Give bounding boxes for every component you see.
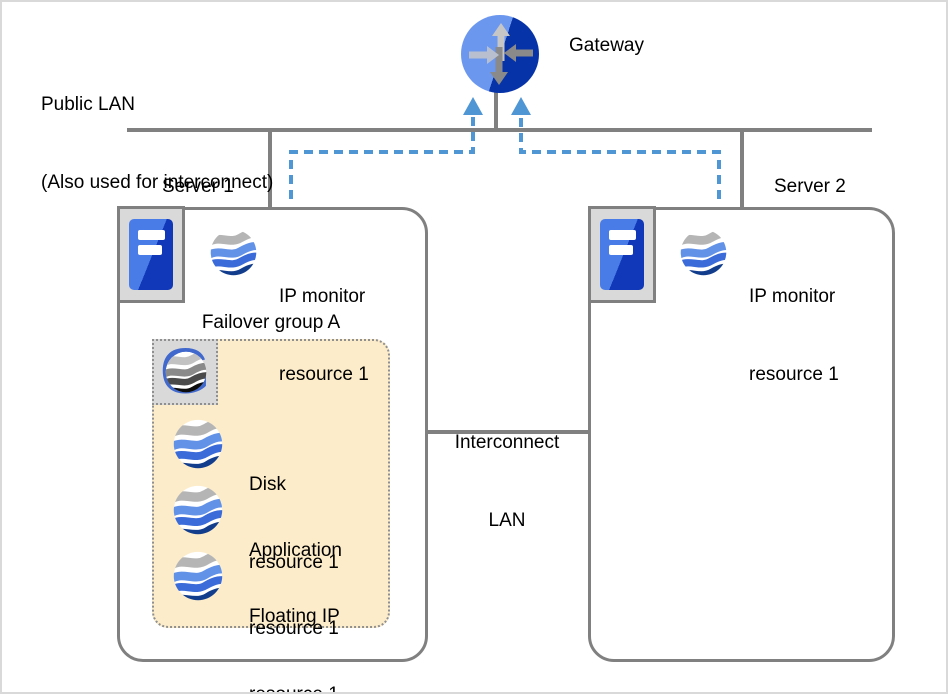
server1-icon [117, 206, 185, 303]
floating-ip-resource-label: Floating IP resource 1 [249, 606, 340, 692]
group-icon: G [152, 339, 218, 405]
gateway-stem-line [494, 88, 498, 130]
interconnect-line [426, 430, 589, 434]
gateway-label: Gateway [569, 35, 644, 56]
server2-icon [588, 206, 656, 303]
public-lan-label: Public LAN (Also used for interconnect) [41, 94, 274, 193]
group-globe-icon [165, 351, 207, 393]
failover-group-label: Failover group A [201, 312, 341, 333]
server-tower-icon [129, 219, 173, 290]
server2-drop-line [740, 130, 744, 208]
server2-label: Server 2 [774, 176, 846, 197]
disk-resource-label: Disk resource 1 [249, 474, 339, 573]
server2-monitor-dashed-path [519, 114, 721, 199]
disk-resource-icon [173, 419, 223, 469]
interconnect-lan-label: Interconnect LAN [454, 432, 560, 531]
floating-ip-resource-icon [173, 551, 223, 601]
gateway-icon [461, 15, 539, 93]
server1-ip-monitor-label: IP monitor resource 1 [279, 286, 369, 385]
application-resource-icon [173, 485, 223, 535]
server2-ip-monitor-icon [680, 229, 727, 276]
arrowhead-right [511, 97, 531, 115]
server1-monitor-dashed-path [289, 114, 475, 199]
public-lan-line [127, 128, 872, 132]
server2-ip-monitor-label: IP monitor resource 1 [749, 286, 839, 385]
server1-label: Server 1 [162, 176, 234, 197]
server1-drop-line [268, 130, 272, 208]
arrowhead-left [463, 97, 483, 115]
application-resource-label: Application resource 1 [249, 540, 342, 639]
server-tower-icon [600, 219, 644, 290]
router-arrows-icon [469, 23, 533, 85]
